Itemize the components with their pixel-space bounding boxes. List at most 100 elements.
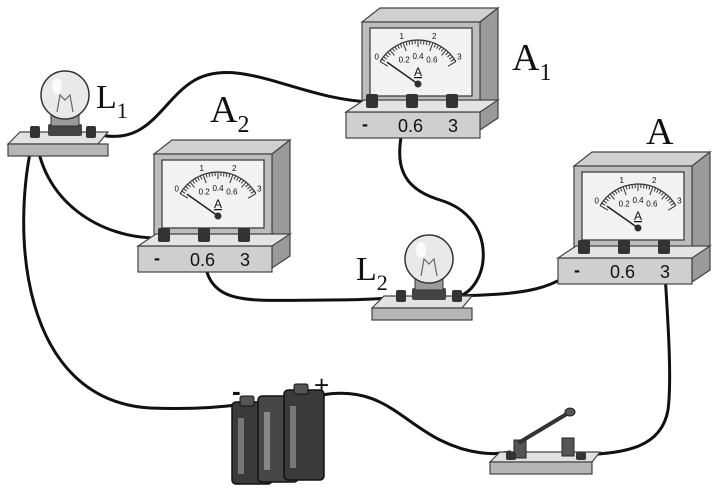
dial-tick bbox=[425, 40, 428, 45]
dial-label-inner: 0.2 bbox=[619, 200, 631, 209]
wire-a-to-switch bbox=[576, 256, 672, 458]
dial-tick bbox=[250, 190, 255, 194]
dial-tick bbox=[245, 183, 249, 188]
dial-tick bbox=[379, 61, 389, 67]
dial-tick bbox=[197, 176, 200, 181]
dial-tick bbox=[408, 40, 411, 45]
dial-tick bbox=[667, 205, 677, 211]
dial-tick bbox=[670, 202, 675, 206]
dial-label-inner: 0.2 bbox=[399, 56, 411, 65]
a2-terminal-3: 3 bbox=[240, 250, 250, 270]
dial-tick bbox=[381, 58, 386, 62]
label-l2-sub: 2 bbox=[377, 270, 388, 295]
a1-terminal-minus: - bbox=[362, 114, 368, 134]
a2-terminal-minus: - bbox=[154, 248, 160, 268]
dial-needle bbox=[186, 193, 219, 217]
dial-tick bbox=[603, 200, 608, 204]
dial-tick bbox=[225, 172, 228, 177]
dial-tick bbox=[447, 61, 457, 67]
dial-unit: A bbox=[214, 197, 222, 211]
dial-tick bbox=[194, 178, 198, 183]
dial-label-outer: 3 bbox=[677, 197, 682, 206]
label-a2-main: A bbox=[210, 89, 238, 131]
dial-tick bbox=[240, 179, 245, 184]
dial-tick bbox=[645, 184, 648, 189]
dial-tick bbox=[617, 188, 620, 193]
battery bbox=[231, 383, 325, 485]
dial-tick bbox=[631, 184, 633, 189]
dial-tick bbox=[614, 190, 618, 195]
bulb-l2 bbox=[370, 234, 474, 321]
a-terminal-3: 3 bbox=[660, 262, 670, 282]
dial-unit: A bbox=[634, 209, 642, 223]
dial-tick bbox=[649, 186, 654, 196]
wire-l1-to-battery bbox=[22, 133, 246, 411]
dial-tick bbox=[653, 187, 657, 192]
dial-tick bbox=[229, 174, 234, 184]
dial-tick bbox=[619, 187, 623, 192]
dial-tick bbox=[440, 47, 445, 52]
dial-tick bbox=[665, 195, 669, 200]
dial-tick bbox=[387, 51, 391, 56]
dial-tick bbox=[448, 56, 453, 60]
dial-tick bbox=[181, 190, 186, 194]
dial-tick bbox=[643, 184, 645, 189]
label-a: A bbox=[646, 111, 674, 153]
dial-tick bbox=[202, 174, 207, 184]
dial-label-outer: 1 bbox=[400, 32, 405, 41]
dial-tick bbox=[668, 200, 673, 204]
dial-tick bbox=[191, 179, 196, 184]
dial-tick bbox=[228, 173, 231, 178]
dial-label-inner: 0.2 bbox=[199, 188, 211, 197]
dial-tick bbox=[402, 42, 407, 52]
dial-tick bbox=[399, 43, 403, 48]
a2-terminal-06: 0.6 bbox=[190, 250, 215, 270]
dial-tick bbox=[211, 172, 213, 177]
dial-tick bbox=[445, 51, 449, 56]
label-l1-main: L bbox=[96, 79, 117, 116]
dial-tick bbox=[450, 58, 455, 62]
label-a2: A2 bbox=[210, 89, 249, 138]
dial-tick bbox=[601, 202, 606, 206]
dial-tick bbox=[447, 53, 451, 58]
a1-terminal-06: 0.6 bbox=[398, 116, 423, 136]
dial-tick bbox=[179, 193, 189, 199]
dial-tick bbox=[199, 175, 203, 180]
dial-label-outer: 1 bbox=[620, 176, 625, 185]
label-a1-sub: 1 bbox=[539, 60, 551, 86]
dial-tick bbox=[187, 183, 191, 188]
dial-label-inner: 0.6 bbox=[646, 200, 658, 209]
dial-tick bbox=[208, 172, 211, 177]
dial-tick bbox=[611, 191, 616, 196]
dial-tick bbox=[233, 175, 237, 180]
wire-battery-to-switch bbox=[320, 391, 512, 456]
label-a1-main: A bbox=[512, 37, 540, 79]
dial-label-outer: 2 bbox=[432, 32, 437, 41]
dial-label-outer: 3 bbox=[457, 53, 462, 62]
switch bbox=[488, 407, 602, 475]
wire-l1-to-a1 bbox=[90, 70, 374, 138]
dial-tick bbox=[625, 185, 628, 190]
dial-tick bbox=[423, 40, 425, 45]
dial-tick bbox=[189, 181, 195, 188]
dial-tick bbox=[429, 42, 434, 52]
dial-tick bbox=[656, 188, 659, 193]
dial-tick bbox=[438, 46, 442, 51]
dial-label-inner: 0.6 bbox=[426, 56, 438, 65]
dial-label-outer: 0 bbox=[174, 185, 179, 194]
dial-label-inner: 0.4 bbox=[632, 196, 644, 205]
dial-tick bbox=[385, 53, 389, 58]
dial-label-inner: 0.4 bbox=[412, 52, 424, 61]
a-terminal-06: 0.6 bbox=[610, 262, 635, 282]
dial-tick bbox=[648, 185, 651, 190]
ammeter-a bbox=[556, 150, 712, 285]
dial-needle bbox=[386, 61, 419, 85]
dial-label-inner: 0.4 bbox=[212, 184, 224, 193]
battery-plus-label: + bbox=[314, 370, 329, 400]
dial-tick bbox=[223, 172, 225, 177]
dial-tick bbox=[605, 197, 609, 202]
